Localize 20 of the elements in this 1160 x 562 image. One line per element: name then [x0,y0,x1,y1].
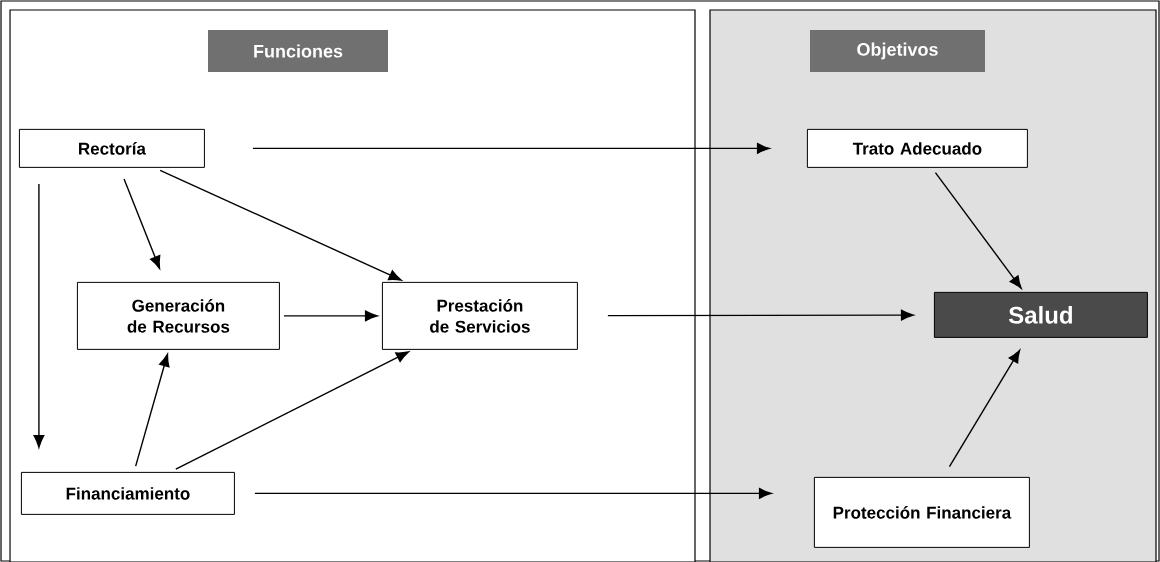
arrow [159,169,402,281]
arrow [934,172,1022,289]
process-box: Generación de Recursos [76,281,280,350]
process-box: Rectoría [18,128,205,168]
arrow [134,353,170,467]
process-box: Prestación de Servicios [381,281,578,350]
arrow [175,351,409,470]
process-box: Trato Adecuado [806,128,1028,168]
arrow [123,178,161,269]
arrow [283,310,378,322]
goal-box: Salud [933,291,1148,338]
process-box: Protección Financiera [813,476,1030,548]
arrow [252,142,770,154]
arrow [607,309,914,321]
arrow [948,349,1021,468]
arrow [254,487,772,499]
process-box: Financiamiento [20,471,235,515]
panel-heading: Objetivos [810,30,985,72]
panel-heading: Funciones [208,30,388,72]
arrow [33,183,45,448]
